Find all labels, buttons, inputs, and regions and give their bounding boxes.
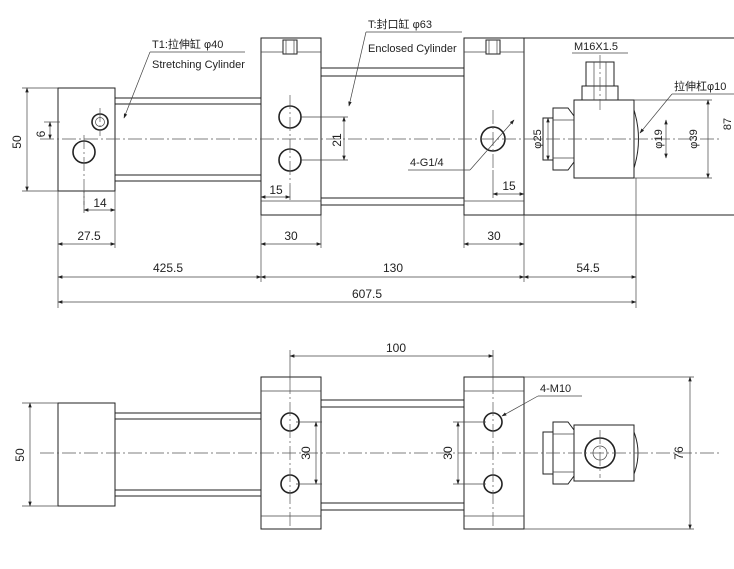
- dim-15-right: 15: [502, 179, 516, 193]
- left-tie-rods-side: [115, 412, 261, 497]
- label-rod: 拉伸杠φ10: [674, 79, 726, 93]
- dim-21: 21: [330, 133, 344, 147]
- dim-14: 14: [93, 196, 107, 210]
- top-labels: T1:拉伸缸 φ40 Stretching Cylinder T:封口缸 φ63…: [123, 17, 734, 171]
- dim-50: 50: [10, 135, 24, 149]
- label-t: T:封口缸 φ63: [368, 17, 432, 31]
- bottom-labels: 4-M10: [501, 383, 582, 417]
- dim-phi25: φ25: [532, 129, 544, 148]
- label-mount: 4-M10: [540, 383, 571, 395]
- enclosed-cylinder-tubes-side: [321, 399, 464, 511]
- label-port: 4-G1/4: [410, 157, 444, 169]
- top-view: [40, 37, 734, 216]
- dim-87: 87: [722, 118, 734, 130]
- dim-130: 130: [383, 261, 403, 275]
- bottom-dimensions: 100 50 30 30 76: [13, 341, 694, 530]
- dim-607-5: 607.5: [352, 287, 382, 301]
- dim-30-right-bottom: 30: [441, 446, 455, 460]
- label-thread: M16X1.5: [574, 41, 618, 53]
- left-tie-rods: [115, 97, 261, 182]
- stretching-cylinder-body: [57, 87, 116, 192]
- label-t-en: Enclosed Cylinder: [368, 43, 457, 55]
- dim-76: 76: [672, 446, 686, 460]
- right-flange-port: [485, 39, 501, 55]
- dim-30-left-bottom: 30: [299, 446, 313, 460]
- stretching-cylinder-body-side: [57, 402, 116, 507]
- dim-425-5: 425.5: [153, 261, 183, 275]
- label-t1: T1:拉伸缸 φ40: [152, 37, 223, 51]
- label-t1-en: Stretching Cylinder: [152, 59, 245, 71]
- dim-100: 100: [386, 341, 406, 355]
- dim-30-right: 30: [487, 229, 501, 243]
- bottom-view: [40, 376, 720, 530]
- dim-50-bottom: 50: [13, 448, 27, 462]
- top-dimensions: 50 6 14 27.5 15 21 30 15 30: [10, 87, 734, 308]
- left-flange-port: [282, 39, 298, 55]
- dim-54-5: 54.5: [576, 261, 600, 275]
- dim-phi39: φ39: [688, 129, 700, 148]
- dim-15-left: 15: [269, 183, 283, 197]
- enclosed-cylinder-tubes: [321, 67, 464, 206]
- dim-phi19: φ19: [653, 129, 665, 148]
- dim-30-left: 30: [284, 229, 298, 243]
- dim-27-5: 27.5: [77, 229, 101, 243]
- dim-6: 6: [34, 130, 48, 137]
